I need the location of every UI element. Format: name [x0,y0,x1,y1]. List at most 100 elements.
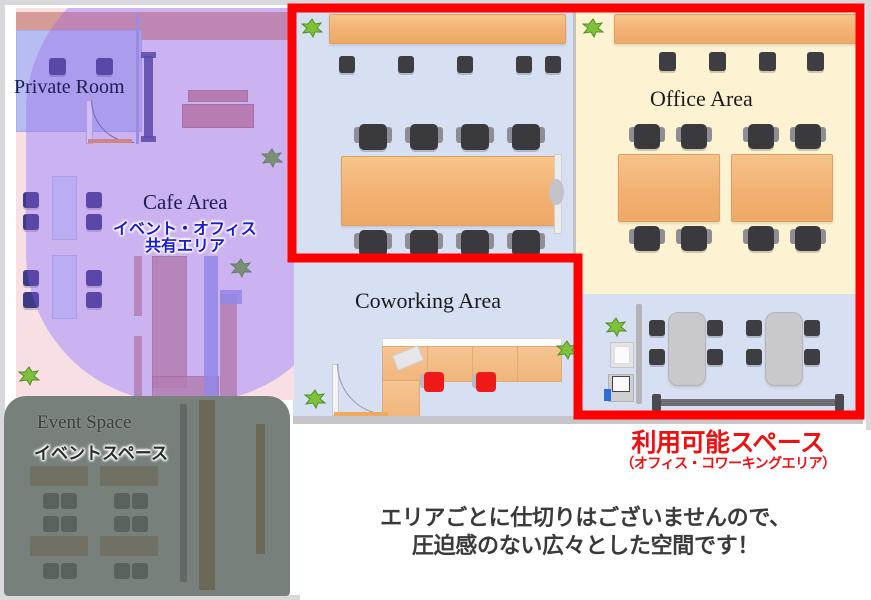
private-room-threshold [88,139,132,143]
office-counter-stool [807,52,824,71]
cafe-partition-cap-bottom [141,136,156,142]
coworking-counter-stool [339,56,355,73]
rail-end-right [835,394,844,411]
office-counter [614,14,862,44]
coworking-counter-stool [457,56,473,73]
cafe-chair [23,270,39,286]
rail-end-left [652,394,661,411]
floor-plan-canvas: Private Room Cafe Area イベント・オフィス 共有エリア [4,4,867,428]
printer-paper [614,346,630,364]
meeting-chair [804,320,820,336]
office-chair [790,226,826,255]
cafe-partition-cap-top [141,52,156,58]
partition-column [636,304,642,404]
meeting-chair [649,320,665,336]
cafe-column [204,256,218,396]
frame-right [866,0,871,430]
callout-headline: 利用可能スペース [631,428,825,457]
wall-coworking-bottom [293,416,863,424]
coworking-chair [456,124,494,154]
event-space-label: Event Space [37,412,132,433]
wall-coworking-office [573,8,576,262]
caption-line-2: 圧迫感のない広々とした空間です！ [411,533,760,559]
whiteboard-base [549,179,564,205]
office-desk [731,154,833,222]
coworking-long-table [341,156,556,226]
coworking-chair [405,230,443,260]
plant-icon [304,389,326,409]
bottom-rail [655,399,840,406]
cafe-block: Private Room Cafe Area イベント・オフィス 共有エリア [8,8,294,424]
cafe-shelf [134,256,142,316]
frame-bottom-left [0,595,300,600]
cafe-shelf [134,336,142,396]
plant-icon [261,148,283,168]
meeting-chair [746,349,762,365]
cafe-partition [144,56,153,138]
caption-line-1: エリアごとに仕切りはございませんので、 [380,506,791,531]
callout-subline: （オフィス・コワーキングエリア） [620,456,836,473]
private-room-right-wall [136,14,139,144]
office-counter-stool [759,52,776,71]
meeting-table [668,312,706,386]
cafe-counter-small [188,90,248,102]
private-room-door-leaf [86,100,93,144]
red-armchair [472,372,496,392]
coworking-chair [405,124,443,154]
cafe-chair [86,292,102,308]
coworking-counter-stool [545,56,561,73]
plant-icon [18,366,40,386]
cafe-area-label-jp-line2: 共有エリア [145,236,226,255]
private-room-chair [96,58,113,75]
cafe-counter-large [182,104,254,128]
cafe-area-label: Cafe Area [143,190,228,214]
cafe-table [52,255,77,319]
coworking-chair [354,230,392,260]
office-chair [629,226,665,255]
coworking-counter-stool [398,56,414,73]
available-space-callout: 利用可能スペース （オフィス・コワーキングエリア） [585,428,871,473]
office-counter-stool [659,52,676,71]
meeting-chair [707,349,723,365]
coworking-chair [354,124,392,154]
coworking-counter-stool [516,56,532,73]
office-chair [743,124,779,153]
frame-top [0,0,871,5]
coworking-chair [507,230,545,260]
meeting-table [765,312,803,386]
red-armchair [420,372,444,392]
office-chair [676,124,712,153]
cafe-counter-step [220,290,242,304]
frame-left [0,0,5,600]
event-space-dim-overlay [4,396,290,596]
cafe-chair [86,270,102,286]
meeting-chair [707,320,723,336]
meeting-chair [649,349,665,365]
coworking-chair [507,124,545,154]
cafe-chair [23,292,39,308]
event-space: Event Space イベントスペース [4,396,290,596]
plant-icon [556,340,578,360]
private-room-chair [49,58,66,75]
recycle-bin [604,389,611,401]
office-chair [790,124,826,153]
plant-icon [230,258,252,278]
cafe-chair [23,192,39,208]
cafe-table [52,176,77,240]
plant-icon [301,18,323,38]
coworking-counter [329,14,566,44]
office-chair [743,226,779,255]
office-desk [618,154,720,222]
office-counter-stool [709,52,726,71]
office-chair [676,226,712,255]
cafe-chair [86,214,102,230]
copier-lid [612,376,630,392]
plant-icon [605,317,627,337]
meeting-chair [804,349,820,365]
cafe-chair [23,214,39,230]
private-room-label: Private Room [14,76,125,98]
cafe-chair [86,192,102,208]
cafe-bench-run [152,256,187,388]
meeting-chair [746,320,762,336]
